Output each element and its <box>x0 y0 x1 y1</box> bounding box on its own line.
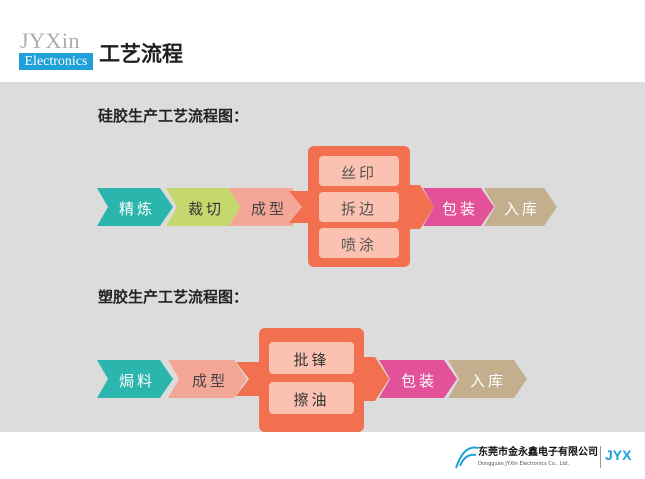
sub-box-oiling <box>269 382 354 414</box>
footer-company-english: Dongguan JYXin Electronics Co., Ltd. <box>478 461 570 467</box>
sub-label-trimming: 拆边 <box>340 200 377 218</box>
sub-label-silkscreen: 丝印 <box>340 164 377 182</box>
footer-logo-icon <box>455 446 479 469</box>
page-title: 工艺流程 <box>99 42 183 66</box>
step-pack-chevron <box>423 188 494 226</box>
step-label-store: 入库 <box>503 200 540 218</box>
sub-box-deflash <box>269 342 354 374</box>
step-label-pack: 包装 <box>441 200 478 218</box>
step-label-mold: 成型 <box>191 372 228 390</box>
footer-brand-mark: JYX <box>605 447 632 463</box>
footer-divider <box>600 446 601 468</box>
step-label-cut: 裁切 <box>187 200 224 218</box>
silicone-flow <box>97 146 557 267</box>
finishing-group-arrow-in <box>236 362 261 396</box>
step-cut-chevron <box>166 188 242 226</box>
footer-company-name: 东莞市金永鑫电子有限公司 <box>478 447 598 458</box>
plastic-flow-title: 塑胶生产工艺流程图： <box>98 288 249 306</box>
logo-wordmark: JYXin <box>20 28 80 53</box>
logo-subtitle: Electronics <box>19 53 93 70</box>
step-label-bake: 焗料 <box>118 372 155 390</box>
step-bake-chevron <box>97 360 173 398</box>
step-label-store: 入库 <box>469 372 506 390</box>
sub-box-silkscreen <box>319 156 399 186</box>
sub-label-deflash: 批锋 <box>293 351 330 369</box>
finishing-group-arrow-out <box>362 357 389 401</box>
sub-box-spraying <box>319 228 399 258</box>
step-label-pack: 包装 <box>400 372 437 390</box>
sub-label-oiling: 擦油 <box>293 391 330 409</box>
plastic-flow <box>97 328 527 432</box>
step-store-chevron <box>484 188 557 226</box>
step-label-refine: 精炼 <box>118 200 155 218</box>
step-refine-chevron <box>97 188 173 226</box>
step-mold-chevron <box>168 360 247 398</box>
finishing-group-arrow-in <box>289 191 310 223</box>
finishing-group-arrow-out <box>408 185 434 229</box>
step-pack-chevron <box>379 360 457 398</box>
step-label-mold: 成型 <box>250 200 287 218</box>
step-mold-chevron <box>229 188 305 226</box>
sub-label-spraying: 喷涂 <box>340 236 377 254</box>
page-header: JYXin Electronics 工艺流程 <box>0 0 645 82</box>
sub-box-trimming <box>319 192 399 222</box>
silicone-flow-title: 硅胶生产工艺流程图： <box>98 107 249 125</box>
step-store-chevron <box>448 360 527 398</box>
